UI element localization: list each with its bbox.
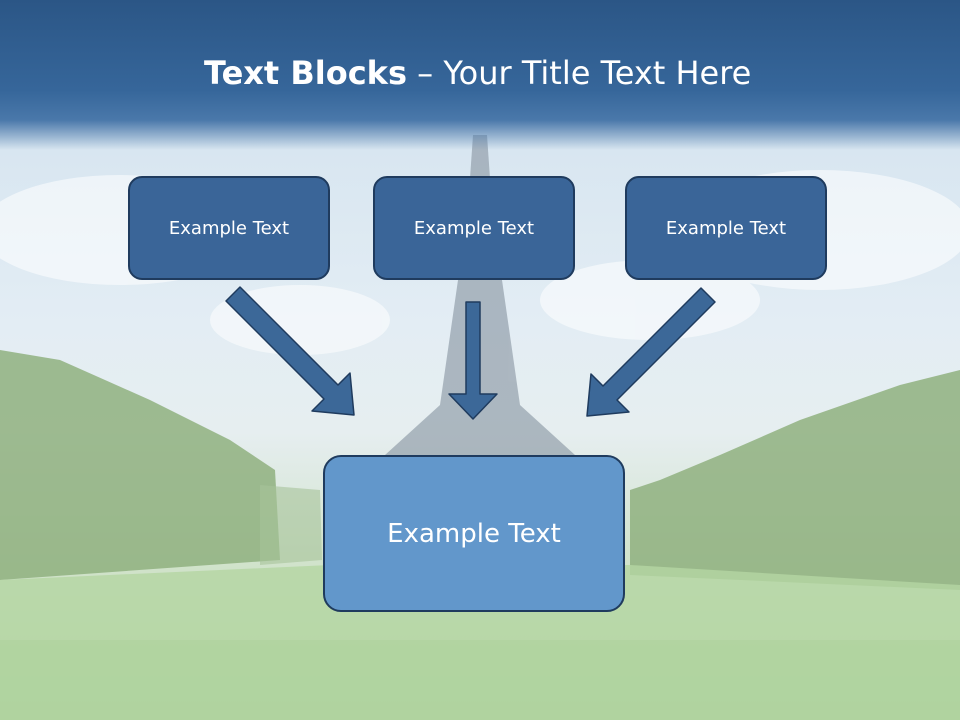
arrow-down-icon [448,301,498,420]
slide-title: Text Blocks – Your Title Text Here [204,54,751,92]
text-block-2: Example Text [373,176,575,280]
text-block-3: Example Text [625,176,827,280]
target-block: Example Text [323,455,625,612]
grass [0,565,960,720]
arrow-left-icon [225,286,355,416]
left-trees [0,350,280,580]
text-block-1: Example Text [128,176,330,280]
title-bold: Text Blocks [204,54,407,92]
title-rest: – Your Title Text Here [407,54,752,92]
arrow-right-icon [586,287,716,417]
right-trees [630,370,960,590]
title-band [0,0,960,150]
